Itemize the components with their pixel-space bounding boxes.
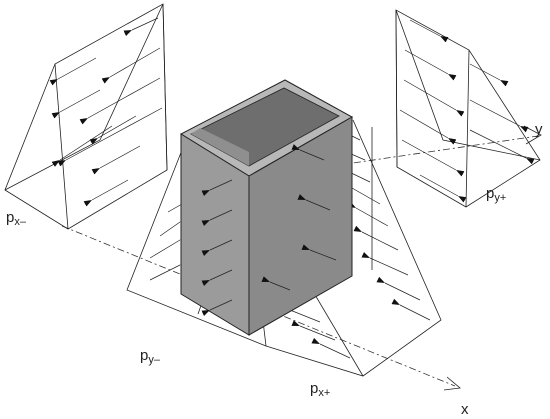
pressure-arrow	[403, 79, 465, 117]
load-block-py-plus	[395, 9, 541, 208]
pressure-arrow	[361, 251, 409, 276]
box-inner-wall	[191, 128, 249, 166]
load-block-px-minus	[4, 3, 168, 230]
pressure-arrow	[51, 125, 113, 167]
pressure-arrow	[201, 299, 233, 317]
label-py-minus: py–	[140, 347, 161, 366]
pressure-arrow	[261, 276, 291, 291]
pressure-arrow	[79, 77, 161, 125]
pressure-arrow	[201, 239, 233, 257]
pressure-arrow	[201, 209, 233, 227]
pressure-arrow	[159, 214, 189, 237]
pressure-arrow	[311, 337, 351, 359]
pressure-arrow	[101, 47, 161, 84]
pressure-arrow	[49, 57, 97, 86]
pressure-arrow	[89, 115, 137, 145]
label-py-plus: py+	[486, 185, 506, 204]
axis-y-arrowhead	[523, 125, 542, 145]
pressure-arrow	[409, 19, 449, 43]
pressure-arrow	[391, 298, 431, 321]
label-axis-x: x	[461, 401, 469, 418]
pressure-arrow	[291, 320, 336, 341]
pressure-arrow	[167, 197, 191, 213]
pressure-arrow	[376, 276, 421, 301]
pressure-arrow	[469, 129, 535, 165]
pressure-arrow	[51, 89, 101, 119]
pressure-arrow	[347, 201, 389, 227]
pressure-arrow	[201, 269, 233, 287]
label-axis-y: y	[535, 121, 543, 138]
pressure-arrow	[297, 194, 331, 211]
axis-x-arrowhead	[443, 376, 461, 391]
pressure-arrow	[353, 225, 399, 251]
pressure-arrow	[419, 174, 467, 203]
pressure-arrow	[399, 109, 457, 145]
hollow-box	[179, 79, 354, 336]
pressure-arrow	[149, 233, 189, 259]
pressure-arrow	[91, 145, 141, 175]
pressure-arrow	[469, 99, 529, 133]
label-px-minus: px–	[6, 209, 27, 228]
pressure-arrow	[404, 49, 457, 81]
pressure-arrow	[401, 139, 465, 177]
pressure-arrow	[343, 181, 381, 205]
box-side-face	[248, 116, 353, 336]
pressure-arrow	[123, 17, 159, 37]
pressure-arrow	[149, 258, 189, 281]
pressure-arrow	[57, 107, 163, 167]
pressure-arrow	[83, 179, 129, 207]
pressure-arrow	[201, 179, 233, 197]
pressure-arrow	[301, 244, 337, 261]
pressure-arrow	[469, 63, 509, 87]
pressure-arrow	[291, 144, 325, 161]
label-px-plus: px+	[310, 380, 330, 399]
